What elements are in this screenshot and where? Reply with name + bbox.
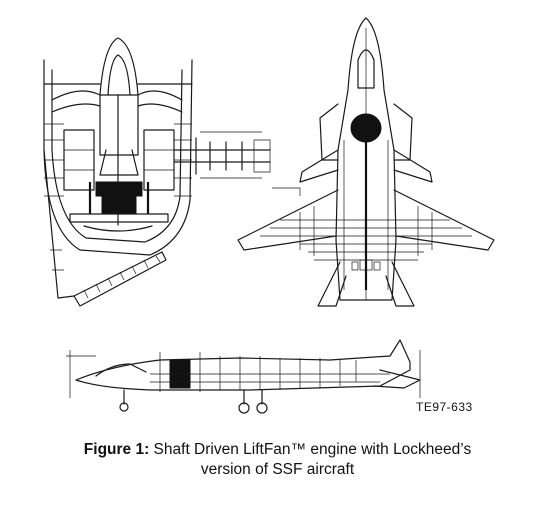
caption-line-1: Shaft Driven LiftFan™ engine with Lockhe… [149,441,472,458]
aircraft-side-view [66,339,421,414]
caption-line-2: version of SSF aircraft [200,461,355,478]
liftfan-cross-section [43,37,271,307]
figure-caption: Figure 1: Shaft Driven LiftFan™ engine w… [20,440,535,480]
figure-tag: TE97-633 [416,400,473,414]
aircraft-plan-view [237,17,495,307]
caption-label: Figure 1: [83,441,150,458]
